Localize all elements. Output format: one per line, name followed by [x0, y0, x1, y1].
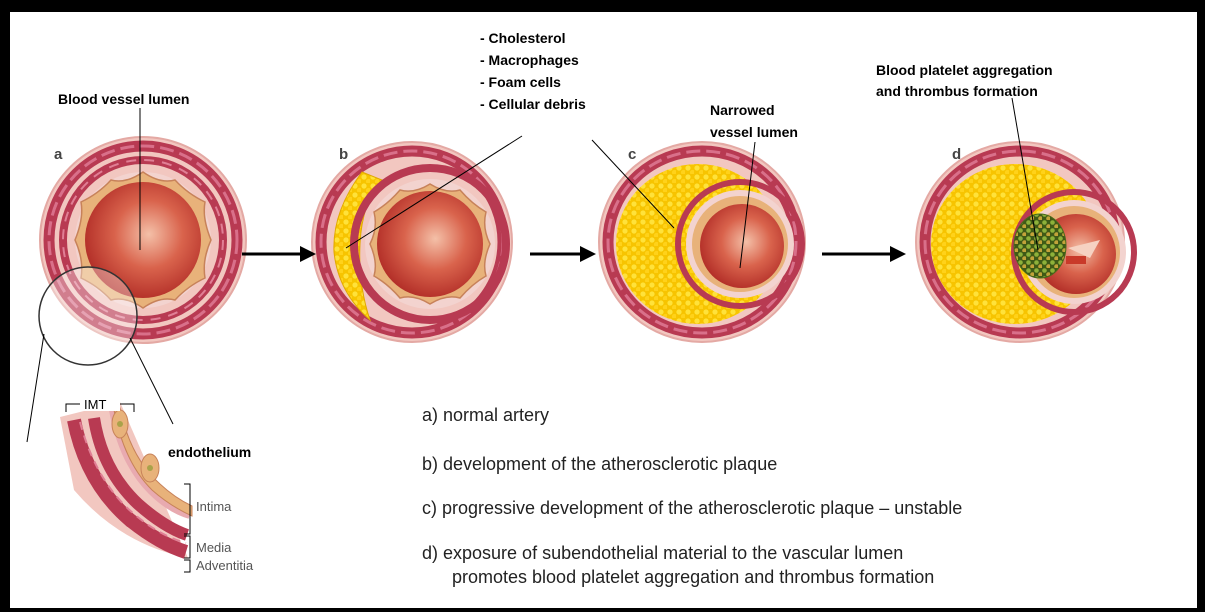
zoom-line-right [130, 338, 173, 424]
wall-detail [60, 402, 192, 558]
lumen-label: Blood vessel lumen [58, 91, 189, 107]
stage-label-d: d [952, 146, 961, 163]
zoom-line-left [27, 334, 44, 442]
stage-label-a: a [54, 146, 63, 163]
imt-label: IMT [84, 397, 106, 412]
layer-intima: Intima [196, 499, 232, 514]
narrowed-label-line2: vessel lumen [710, 124, 798, 140]
caption-a: a) normal artery [422, 405, 549, 425]
adventitia-bracket [184, 560, 190, 572]
figure-canvas: Blood vessel lumen - Cholesterol - Macro… [10, 12, 1197, 608]
arrow-a-b [242, 246, 316, 262]
plaque-item-label: - Cellular debris [480, 96, 586, 112]
layer-adventitia: Adventitia [196, 558, 254, 573]
plaque-item-label: - Cholesterol [480, 30, 566, 46]
atherosclerosis-diagram: Blood vessel lumen - Cholesterol - Macro… [10, 12, 1197, 608]
caption-c: c) progressive development of the athero… [422, 498, 962, 518]
arrow-c-d [822, 246, 906, 262]
narrowed-label-line1: Narrowed [710, 102, 775, 118]
stage-label-c: c [628, 146, 636, 163]
platelet-label-line2: and thrombus formation [876, 83, 1038, 99]
arrow-b-c [530, 246, 596, 262]
layer-media: Media [196, 540, 232, 555]
caption-d-line1: d) exposure of subendothelial material t… [422, 543, 903, 563]
vessel-b [312, 142, 512, 342]
plaque-item-label: - Foam cells [480, 74, 561, 90]
vessel-c [599, 142, 805, 342]
endothelium-label: endothelium [168, 444, 251, 460]
caption-d-line2: promotes blood platelet aggregation and … [422, 567, 934, 587]
stage-label-b: b [339, 146, 348, 163]
platelet-label-line1: Blood platelet aggregation [876, 62, 1053, 78]
plaque-item-label: - Macrophages [480, 52, 579, 68]
magnifier-circle [39, 267, 137, 365]
caption-b: b) development of the atherosclerotic pl… [422, 454, 777, 474]
